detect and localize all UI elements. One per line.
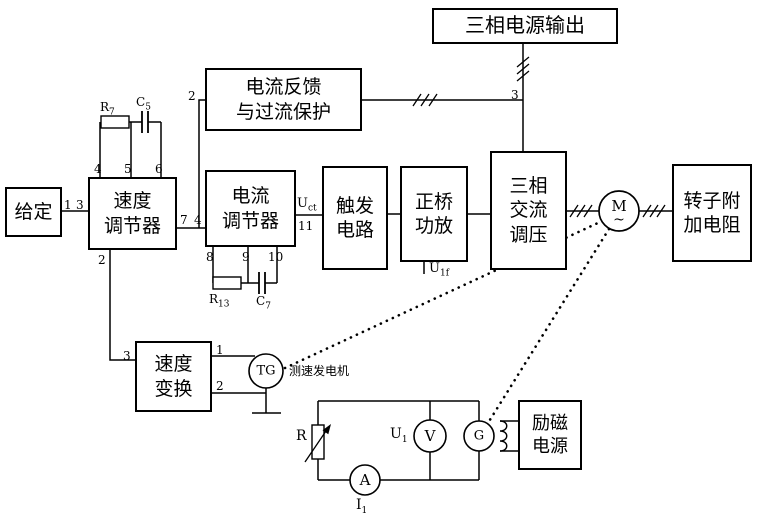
block-label: 速度 <box>154 353 193 376</box>
block-speed-converter: 速度 变换 <box>135 341 212 412</box>
ammeter-circle <box>349 464 381 496</box>
label-sub: 1 <box>401 434 408 445</box>
block-label: 调节器 <box>221 209 279 232</box>
phase-count-label: 3 <box>511 88 519 102</box>
block-label: 三相 <box>509 175 548 198</box>
block-label: 正桥 <box>414 190 453 213</box>
block-ac-voltage-regulator: 三相 交流 调压 <box>490 151 567 270</box>
block-label: 功放 <box>414 215 453 237</box>
block-label: 电路 <box>335 219 374 241</box>
pin-conv-in: 3 <box>123 349 131 363</box>
label-base: R <box>100 100 110 114</box>
pin-feedback-out: 2 <box>188 89 196 103</box>
label-sub: 7 <box>109 107 115 118</box>
block-label: 电流 <box>231 185 270 208</box>
pin-given-out: 1 <box>64 198 72 212</box>
block-current-regulator: 电流 调节器 <box>205 170 296 247</box>
pin-conv-out-2: 2 <box>216 379 224 393</box>
rheostat-arrowhead <box>322 424 331 435</box>
block-label: 加电阻 <box>683 214 741 236</box>
voltmeter-letter: V <box>424 427 436 445</box>
phase-slash-marks <box>412 56 666 218</box>
block-label: 与过流保护 <box>235 100 331 123</box>
pin-conv-out-1: 1 <box>216 343 224 357</box>
field-winding <box>499 420 508 452</box>
block-rotor-resistor: 转子附 加电阻 <box>672 164 752 262</box>
block-label: 触发 <box>335 194 374 217</box>
label-sub: 1f <box>439 268 450 279</box>
label-base: C <box>256 294 266 308</box>
pin-speed-in: 3 <box>76 198 84 212</box>
pin-current-fb-10: 10 <box>268 250 284 264</box>
pin-speed-fb-6: 6 <box>155 162 163 176</box>
pin-current-in: 4 <box>194 213 202 227</box>
pin-current-out: 11 <box>298 219 314 233</box>
label-base: U <box>390 426 402 442</box>
tacho-letter: TG <box>256 363 276 379</box>
capacitor-c5-label: C5 <box>136 95 151 113</box>
ammeter-letter: A <box>359 471 371 489</box>
block-given: 给定 <box>5 187 62 237</box>
wires <box>62 44 672 481</box>
voltmeter-circle <box>413 419 447 453</box>
block-label: 转子附 <box>683 189 741 212</box>
block-label: 调节器 <box>103 214 161 237</box>
label-sub: 1 <box>361 505 368 516</box>
capacitor-c5 <box>141 111 149 133</box>
signal-i1-label: I1 <box>356 497 368 516</box>
block-speed-regulator: 速度 调节器 <box>88 177 177 250</box>
block-trigger-circuit: 触发 电路 <box>322 166 388 270</box>
resistor-r7-label: R7 <box>100 100 115 118</box>
label-base: U <box>297 196 308 211</box>
block-current-feedback: 电流反馈 与过流保护 <box>205 68 362 131</box>
label-sub: 5 <box>145 102 151 113</box>
tacho-circle <box>248 353 284 389</box>
block-label: 电流反馈 <box>245 76 322 99</box>
block-excitation-supply: 励磁 电源 <box>518 400 582 470</box>
label-sub: ct <box>307 203 317 214</box>
signal-u1-label: U1 <box>390 426 408 445</box>
pin-speed-gnd: 2 <box>98 253 106 267</box>
generator-letter: G <box>473 428 485 444</box>
block-label: 励磁 <box>532 412 568 434</box>
resistor-r13-label: R13 <box>209 292 230 310</box>
signal-uct-label: Uct <box>297 196 317 214</box>
label-sub: 13 <box>218 299 230 310</box>
rheostat-arrow <box>304 430 327 463</box>
label-base: R <box>209 292 219 306</box>
block-label: 电源 <box>532 436 568 457</box>
pin-speed-fb-5: 5 <box>124 162 132 176</box>
block-power-output: 三相电源输出 <box>432 8 618 44</box>
block-label: 调压 <box>509 223 548 246</box>
label-base: I <box>356 497 362 513</box>
pin-current-fb-8: 8 <box>206 250 214 264</box>
block-label: 交流 <box>509 199 548 222</box>
signal-u1f-label: U1f <box>429 261 450 279</box>
pin-speed-out: 7 <box>180 213 188 227</box>
label-base: U <box>429 261 440 276</box>
block-bridge-amplifier: 正桥 功放 <box>400 166 468 262</box>
pin-speed-fb-4: 4 <box>94 162 102 176</box>
block-label: 三相电源输出 <box>465 13 585 38</box>
capacitor-c7-label: C7 <box>256 294 271 312</box>
motor-circle <box>598 190 640 232</box>
label-sub: 7 <box>265 301 271 312</box>
block-label: 变换 <box>154 377 193 400</box>
pin-current-fb-9: 9 <box>242 250 250 264</box>
block-label: 给定 <box>14 200 53 223</box>
resistor-r13 <box>212 276 242 290</box>
label-base: C <box>136 95 146 109</box>
motor-letter: M <box>611 197 627 215</box>
block-label: 速度 <box>113 190 152 213</box>
resistor-r7 <box>100 115 130 129</box>
motor-wave-symbol: ~ <box>613 212 625 228</box>
capacitor-c7 <box>258 272 266 294</box>
tacho-caption: 测速发电机 <box>289 364 350 378</box>
rheostat-r-label: R <box>296 428 307 444</box>
generator-circle <box>463 420 495 452</box>
